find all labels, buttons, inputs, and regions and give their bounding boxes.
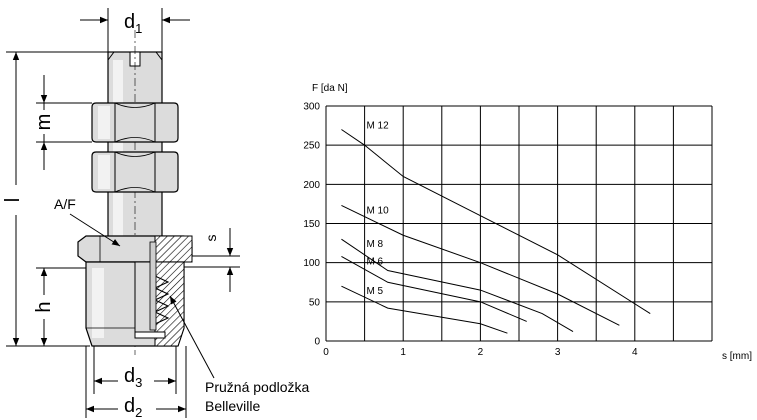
x-tick-label: 4 (632, 347, 638, 358)
belleville-callout: Pružná podložka Belleville (169, 295, 310, 414)
chart-ticks: 0 50 100 150 200 250 300 0 1 2 3 4 (303, 102, 638, 359)
series-label: M 6 (366, 256, 383, 267)
chart-xlabel: s [mm] (722, 351, 752, 362)
label-h: h (33, 301, 55, 312)
body-housing (85, 261, 185, 347)
series-label: M 10 (366, 205, 389, 216)
series-label: M 12 (366, 121, 389, 132)
series-line-m-12 (341, 129, 651, 315)
body-hex-collar (77, 235, 193, 263)
x-tick-label: 2 (478, 347, 484, 358)
y-tick-label: 300 (303, 102, 320, 113)
callout-line-2: Belleville (205, 398, 260, 414)
y-tick-label: 150 (303, 219, 320, 230)
dimension-d1: d1 (80, 8, 190, 58)
series-line-m-5 (341, 285, 508, 334)
series-line-m-10 (341, 205, 620, 326)
callout-line-1: Pružná podložka (205, 379, 310, 395)
x-tick-label: 1 (400, 347, 406, 358)
lock-nut-lower (91, 151, 179, 193)
series-line-m-6 (341, 255, 527, 322)
label-s: s (203, 235, 219, 242)
series-label: M 5 (366, 286, 383, 297)
dimension-s: s (184, 228, 240, 292)
bolt-drawing: d1 l m h (2, 8, 310, 420)
y-tick-label: 100 (303, 258, 320, 269)
label-m: m (33, 114, 55, 131)
y-tick-label: 200 (303, 180, 320, 191)
x-tick-label: 0 (323, 347, 329, 358)
label-l: l (2, 198, 24, 202)
dimension-d2: d2 (85, 346, 187, 420)
y-tick-label: 50 (309, 297, 321, 308)
y-tick-label: 0 (314, 337, 320, 348)
lock-nut-upper (91, 102, 179, 143)
series-label: M 8 (366, 239, 383, 250)
series-line-m-8 (341, 238, 574, 333)
label-af: A/F (54, 196, 76, 212)
label-d1: d1 (124, 11, 142, 36)
chart-series: M 12 M 10 M 8 M 6 M 5 (341, 121, 651, 334)
af-callout: A/F (54, 196, 121, 247)
label-d3: d3 (124, 365, 142, 390)
label-d2: d2 (124, 395, 142, 420)
y-tick-label: 250 (303, 141, 320, 152)
dimension-m: m (33, 75, 92, 170)
chart-ylabel: F [da N] (312, 83, 348, 94)
dimension-d3: d3 (93, 346, 177, 394)
x-tick-label: 3 (555, 347, 561, 358)
dimension-h: h (33, 267, 86, 346)
dimension-l: l (2, 51, 108, 347)
